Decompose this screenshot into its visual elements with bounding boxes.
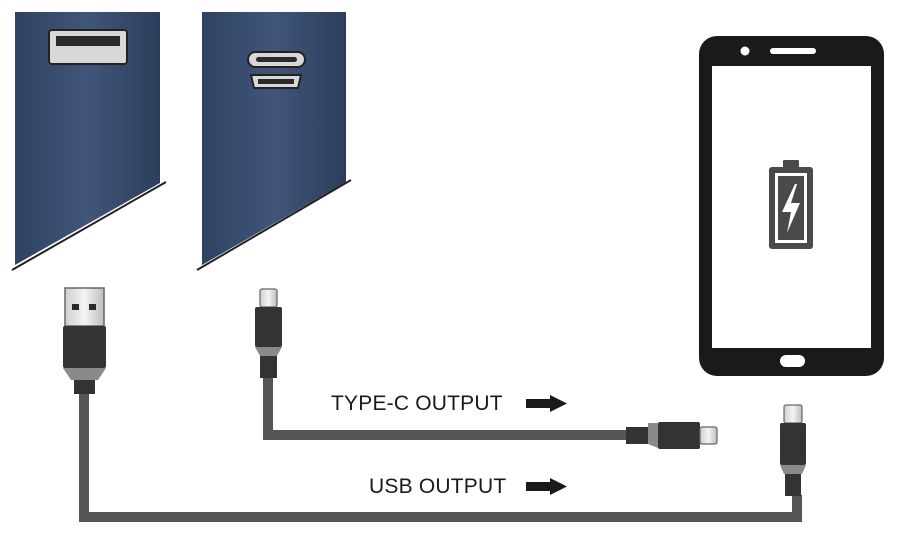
smartphone bbox=[699, 36, 884, 376]
power-bank-usb-side bbox=[11, 12, 167, 271]
phone-speaker bbox=[770, 48, 816, 54]
type-c-plug-vertical bbox=[255, 288, 282, 378]
type-c-port-icon bbox=[247, 51, 306, 68]
phone-side-plug bbox=[780, 404, 806, 496]
arrow-right-icon bbox=[526, 478, 567, 495]
type-c-cable bbox=[263, 378, 628, 440]
usb-cable bbox=[79, 392, 802, 522]
type-c-output-label: TYPE-C OUTPUT bbox=[331, 392, 503, 415]
usb-a-plug bbox=[63, 287, 106, 394]
usb-output-label: USB OUTPUT bbox=[369, 475, 507, 498]
arrow-right-icon bbox=[526, 395, 567, 412]
power-bank-typec-side bbox=[196, 12, 352, 271]
charging-battery-icon bbox=[769, 160, 813, 249]
type-c-plug-horizontal bbox=[626, 422, 718, 449]
usb-a-port-icon bbox=[48, 29, 128, 65]
micro-usb-port-icon bbox=[249, 74, 303, 89]
phone-camera bbox=[740, 46, 750, 56]
phone-home-button bbox=[780, 355, 805, 367]
